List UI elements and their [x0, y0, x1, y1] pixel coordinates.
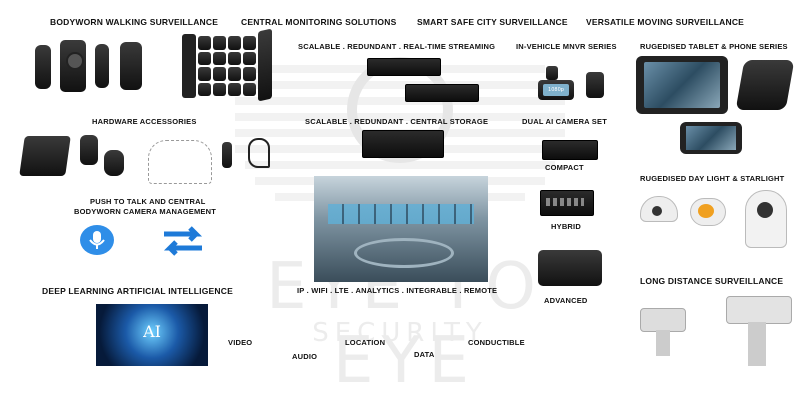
storage-server-image: [362, 130, 444, 158]
label-advanced: ADVANCED: [544, 296, 588, 305]
heading-storage: SCALABLE . REDUNDANT . CENTRAL STORAGE: [305, 117, 489, 126]
heading-ptt-line2: BODYWORN CAMERA MANAGEMENT: [74, 207, 216, 216]
heading-ptt-line1: PUSH TO TALK AND CENTRAL: [90, 197, 206, 206]
heading-tablet: RUGEDISED TABLET & PHONE SERIES: [640, 42, 788, 51]
heading-moving: VERSATILE MOVING SURVEILLANCE: [586, 17, 745, 27]
heading-accessories: HARDWARE ACCESSORIES: [92, 117, 197, 126]
heading-central-monitoring: CENTRAL MONITORING SOLUTIONS: [241, 17, 397, 27]
advanced-nvr-image: [538, 250, 602, 286]
heading-deep-learning: DEEP LEARNING ARTIFICIAL INTELLIGENCE: [42, 286, 233, 296]
microphone-icon: [80, 225, 114, 255]
heading-long-distance: LONG DISTANCE SURVEILLANCE: [640, 276, 784, 286]
keyword-video: VIDEO: [228, 338, 253, 347]
label-hybrid: HYBRID: [551, 222, 581, 231]
heading-streaming: SCALABLE . REDUNDANT . REAL-TIME STREAMI…: [298, 42, 496, 51]
keyword-conductible: CONDUCTIBLE: [468, 338, 525, 347]
keyword-location: LOCATION: [345, 338, 386, 347]
ai-hands-image: AI: [96, 304, 208, 366]
caption-ip-wifi: IP . WIFI . LTE . ANALYTICS . INTEGRABLE…: [297, 286, 498, 295]
heading-starlight: RUGEDISED DAY LIGHT & STARLIGHT: [640, 174, 785, 183]
heading-bodyworn: BODYWORN WALKING SURVEILLANCE: [50, 17, 219, 27]
label-compact: COMPACT: [545, 163, 584, 172]
compact-nvr-image: [542, 140, 598, 160]
heading-smart-city: SMART SAFE CITY SURVEILLANCE: [417, 17, 568, 27]
ai-badge: AI: [143, 322, 161, 341]
keyword-data: DATA: [414, 350, 435, 359]
heading-dual-ai: DUAL AI CAMERA SET: [522, 117, 607, 126]
keyword-audio: AUDIO: [292, 352, 318, 361]
sync-arrows-icon: [160, 224, 206, 258]
heading-mnvr: IN-VEHICLE MNVR SERIES: [516, 42, 617, 51]
control-room-image: [314, 176, 488, 282]
watermark-subtext: SECURITY: [312, 318, 488, 348]
